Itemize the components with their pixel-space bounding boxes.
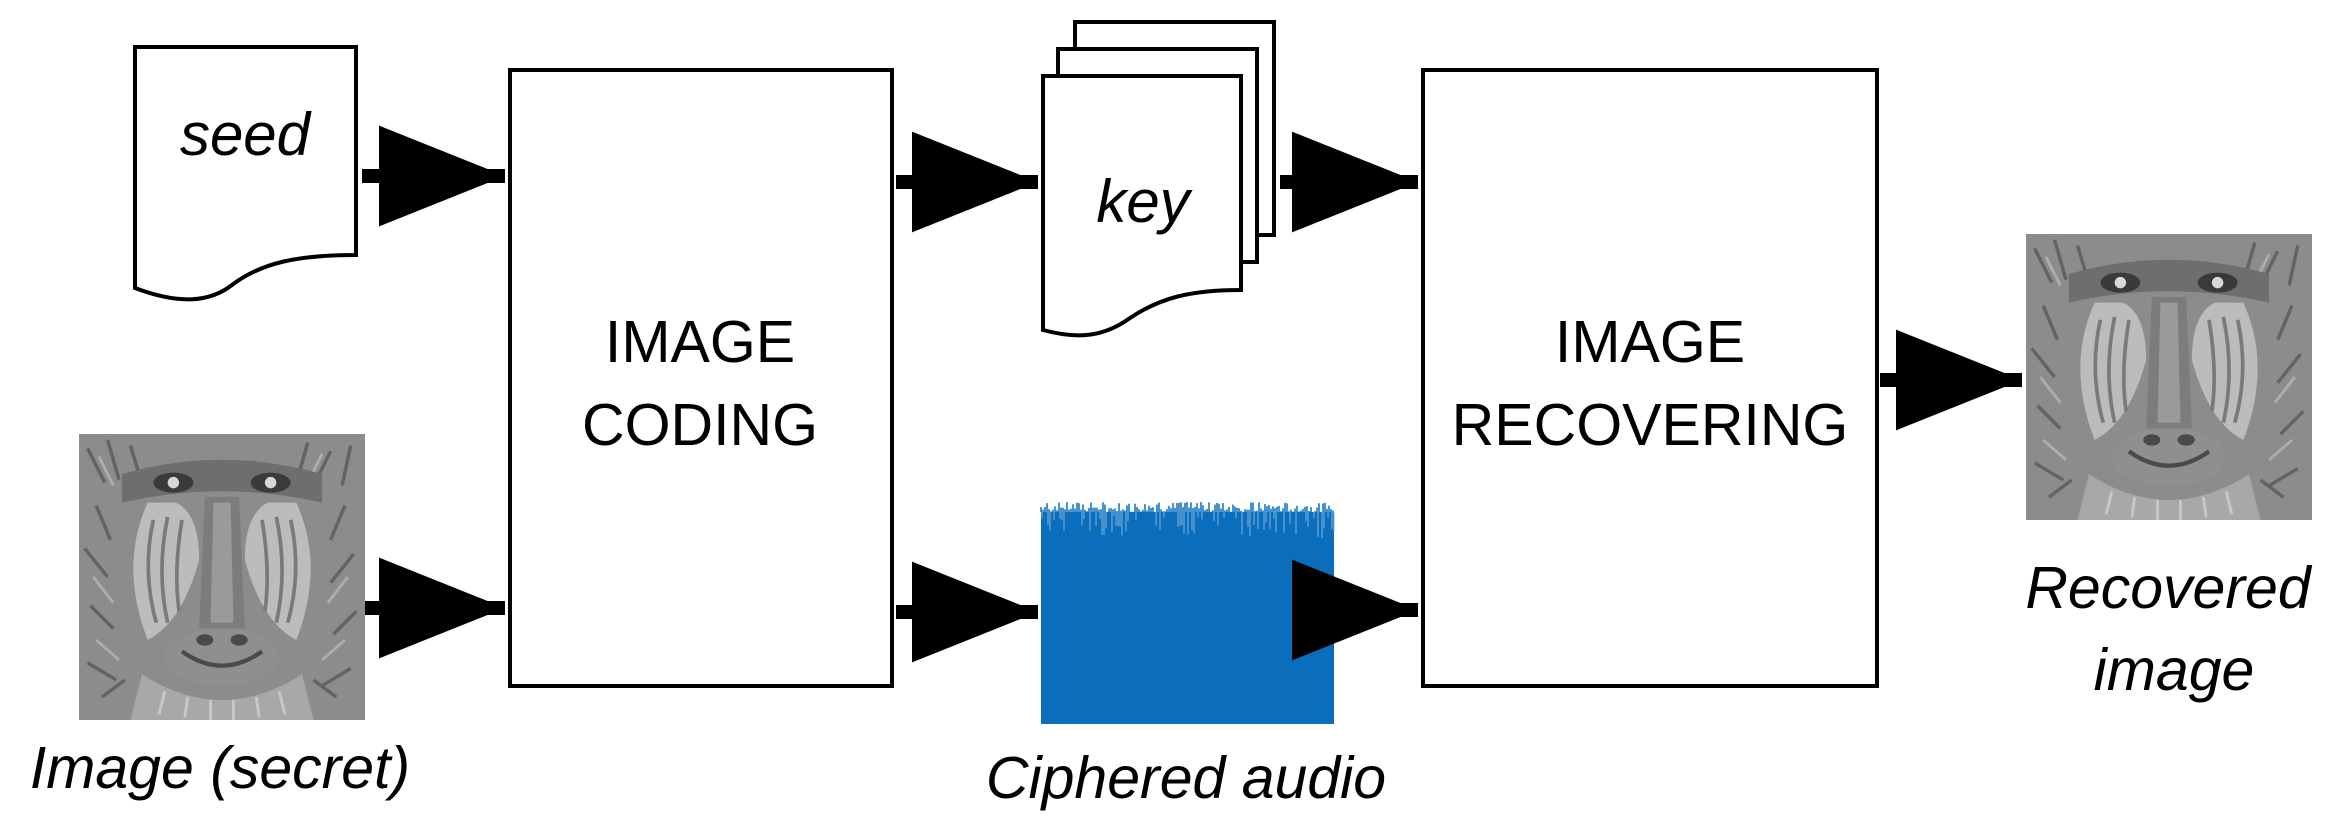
- secret-image: [79, 434, 365, 720]
- seed-document-icon: seed: [133, 45, 358, 302]
- seed-label: seed: [180, 101, 312, 168]
- ciphered-audio-waveform: [1040, 502, 1335, 724]
- coding-box-line1: IMAGE: [605, 309, 795, 375]
- recovering-box-line2: RECOVERING: [1452, 392, 1849, 458]
- key-document-stack-icon: key: [1041, 20, 1276, 338]
- secret-image-label: Image (secret): [30, 735, 410, 801]
- coding-box-line2: CODING: [582, 392, 818, 458]
- ciphered-audio-label: Ciphered audio: [986, 745, 1386, 811]
- recovered-image: [2026, 234, 2312, 520]
- recovered-label-line2: image: [2094, 637, 2255, 703]
- image-recovering-box: IMAGE RECOVERING: [1421, 68, 1879, 688]
- key-label: key: [1096, 168, 1193, 235]
- image-coding-box: IMAGE CODING: [508, 68, 894, 688]
- recovering-box-line1: IMAGE: [1555, 309, 1745, 375]
- recovered-label-line1: Recovered: [2025, 555, 2313, 621]
